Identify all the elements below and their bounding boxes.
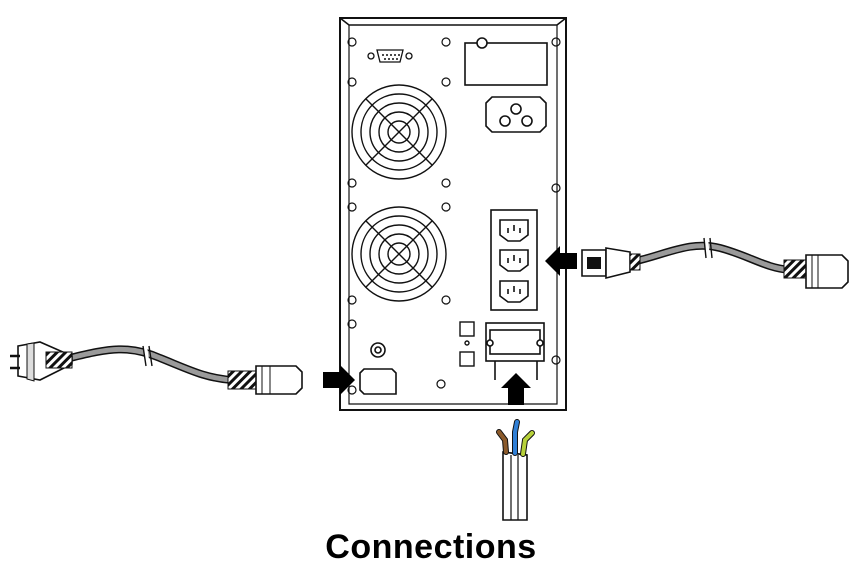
arrow-to-input xyxy=(323,365,355,395)
panel-screws xyxy=(347,37,561,395)
diagram-caption: Connections xyxy=(325,528,537,566)
hardwire-cable xyxy=(496,419,535,521)
output-socket-1 xyxy=(499,219,529,242)
arrow-to-output xyxy=(545,246,577,276)
rs232-port xyxy=(367,49,413,63)
output-sockets xyxy=(490,209,538,311)
output-socket-2 xyxy=(499,249,529,272)
cooling-fan-upper xyxy=(351,84,447,180)
hardwire-output-socket xyxy=(485,96,547,133)
battery-connector xyxy=(464,37,548,86)
hardwire-terminal-block xyxy=(485,322,545,380)
breakers xyxy=(459,321,475,367)
output-socket-3 xyxy=(499,280,529,303)
arrow-to-terminal xyxy=(501,373,531,405)
schuko-power-cord xyxy=(10,341,303,395)
iec-output-cord xyxy=(581,237,849,289)
input-socket xyxy=(359,342,397,395)
cooling-fan-lower xyxy=(351,206,447,302)
